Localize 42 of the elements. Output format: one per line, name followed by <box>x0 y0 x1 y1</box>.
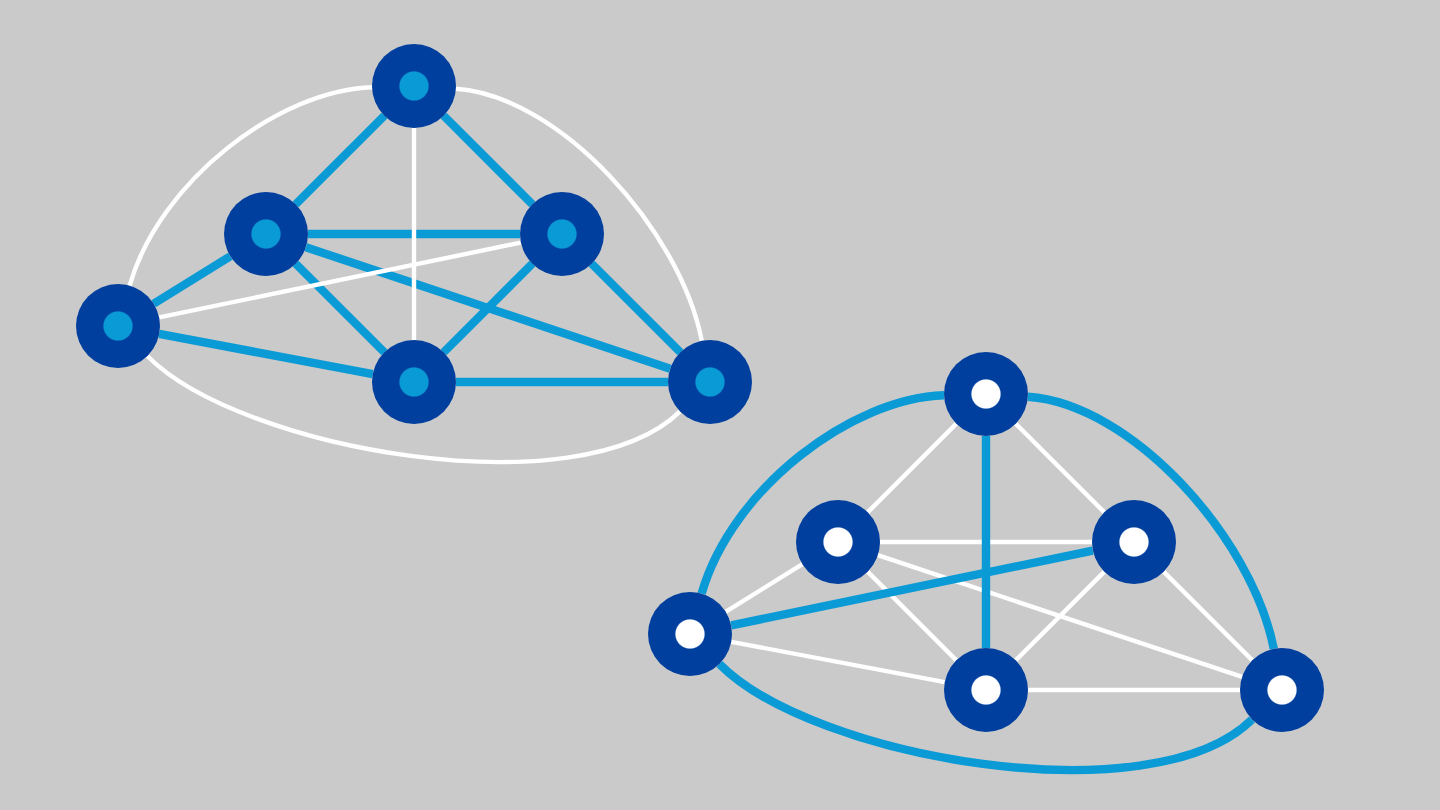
edge-line <box>1014 422 1106 514</box>
edge-line <box>880 539 1092 545</box>
graph-node-circle <box>648 592 732 676</box>
edge-line <box>158 240 522 320</box>
edge-line <box>866 422 958 514</box>
graph-node-circle <box>796 500 880 584</box>
edge-line <box>440 260 536 356</box>
edge-line <box>308 229 520 239</box>
graph-node-circle <box>944 648 1028 732</box>
edge-line <box>1014 570 1106 662</box>
curved-edge-line <box>716 660 1255 774</box>
edge-line <box>866 570 958 662</box>
curved-edge-line <box>1027 392 1278 650</box>
edge-line <box>1162 570 1254 662</box>
graph-node-circle <box>372 44 456 128</box>
edge-line <box>151 252 233 308</box>
edge-line <box>877 553 1243 679</box>
edge-line <box>1028 687 1240 693</box>
graph-node-circle <box>668 340 752 424</box>
edge-line <box>730 546 1094 630</box>
curved-edge-line <box>127 85 373 287</box>
edge-line <box>292 260 388 356</box>
edge-line <box>724 562 804 614</box>
edge-line <box>456 377 668 387</box>
edge-line <box>440 112 536 208</box>
graph-node-circle <box>1092 500 1176 584</box>
curved-edge-line <box>455 86 704 342</box>
edge-line <box>981 436 991 648</box>
graph-node-circle <box>76 284 160 368</box>
edge-line <box>588 260 684 356</box>
graph-node-circle <box>1240 648 1324 732</box>
edge-line <box>304 243 672 373</box>
edge-line <box>292 112 388 208</box>
graph-node-circle <box>372 340 456 424</box>
graph-node-circle <box>224 192 308 276</box>
graph-node-circle <box>944 352 1028 436</box>
edge-line <box>158 329 374 379</box>
graph-node-circle <box>520 192 604 276</box>
curved-edge-line <box>697 391 945 596</box>
curved-edge-line <box>146 354 682 464</box>
edge-line <box>411 128 417 340</box>
edge-line <box>730 639 946 685</box>
